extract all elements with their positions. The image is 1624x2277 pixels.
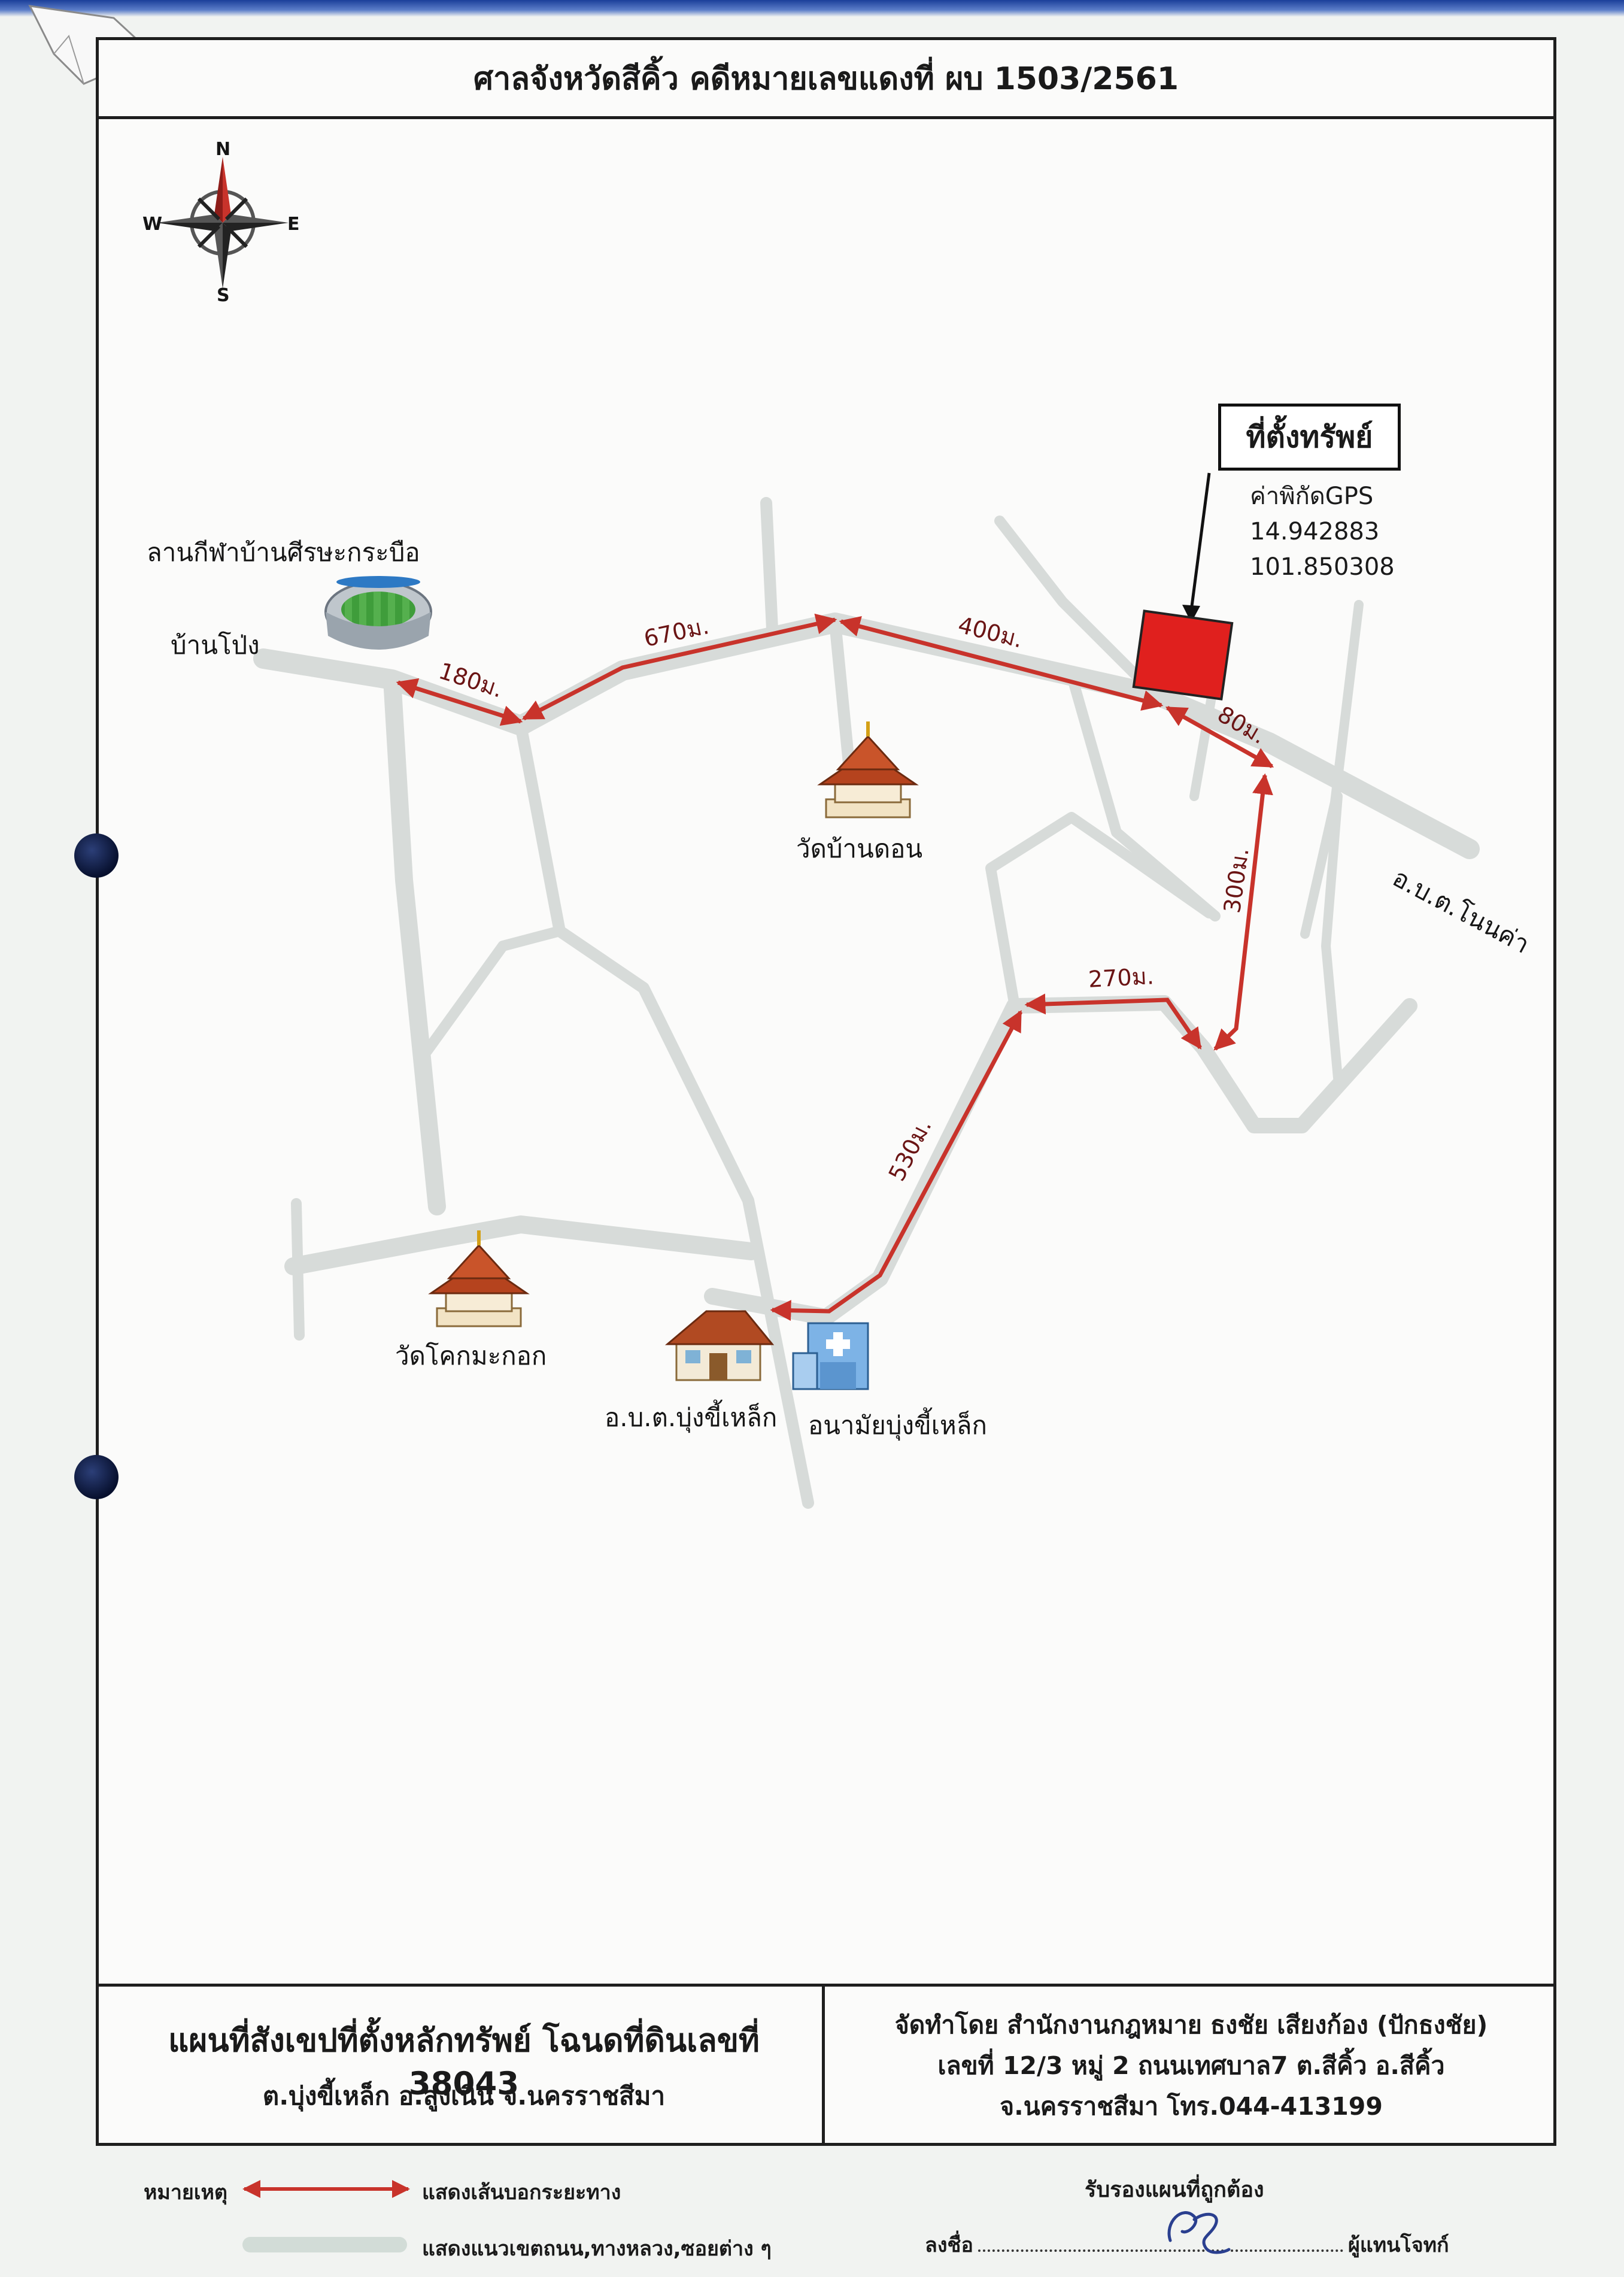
label-ban-pong: บ้านโป่ง	[171, 630, 260, 660]
gps-lat: 14.942883	[1250, 518, 1380, 545]
binder-hole-bottom	[74, 1455, 119, 1499]
scan-edge	[0, 0, 1624, 17]
arrow-300	[1213, 773, 1273, 1051]
legend-note: หมายเหตุ	[144, 2181, 227, 2205]
road-south-west	[284, 1215, 760, 1275]
compass-west: W	[142, 214, 163, 235]
signature-row: ลงชื่อ ผู้แทนโจทก์	[925, 2229, 1449, 2261]
prepared-by-line-2: เลขที่ 12/3 หมู่ 2 ถนนเทศบาล7 ต.สีคิ้ว อ…	[937, 2051, 1445, 2080]
compass-north: N	[215, 139, 231, 160]
binder-hole-top	[74, 833, 119, 878]
footer-divider	[822, 1987, 825, 2143]
gps-coordinates: ค่าพิกัดGPS 14.942883 101.850308	[1250, 479, 1395, 585]
label-temple-ban-don: วัดบ้านดอน	[796, 834, 923, 863]
sign-label: ลงชื่อ	[925, 2233, 973, 2257]
road-branch-west	[420, 926, 565, 1059]
road-east-branch	[985, 812, 1215, 1011]
stadium-icon	[324, 576, 432, 650]
road-temple-spur	[829, 617, 856, 781]
road-east-vertical-2	[1321, 792, 1343, 1083]
gps-lng: 101.850308	[1250, 553, 1395, 581]
arrow-80	[1165, 705, 1274, 769]
arrow-180	[396, 678, 523, 726]
gps-label: ค่าพิกัดGPS	[1250, 483, 1374, 510]
legend-arrow-label: แสดงเส้นบอกระยะทาง	[422, 2181, 621, 2205]
road-west-vertical	[383, 671, 446, 1215]
compass-rose-icon	[157, 157, 289, 289]
arrow-400	[839, 616, 1164, 711]
road-stub-west	[291, 1198, 305, 1341]
property-location-label: ที่ตั้งทรัพย์	[1246, 419, 1373, 454]
compass-south: S	[217, 285, 230, 306]
map-frame: ศาลจังหวัดสีคิ้ว คดีหมายเลขแดงที่ ผบ 150…	[96, 37, 1556, 2146]
signature-line	[978, 2249, 1343, 2252]
property-location-box: ที่ตั้งทรัพย์	[1218, 404, 1401, 471]
health-center-icon	[792, 1322, 869, 1390]
label-obt-bung-khilek: อ.บ.ต.บุ่งขี้เหล็ก	[605, 1403, 778, 1432]
handwritten-signature	[1167, 2211, 1231, 2254]
map-title: แผนที่สังเขปที่ตั้งหลักทรัพย์ โฉนดที่ดิน…	[168, 2023, 760, 2102]
distance-270: 270ม.	[1087, 963, 1155, 993]
legend-arrow-icon	[242, 2180, 410, 2198]
road-east-loop	[1007, 995, 1417, 1133]
obt-office-icon	[664, 1310, 775, 1381]
road-northeast-2	[1069, 680, 1221, 921]
label-stadium: ลานกีฬาบ้านศีรษะกระบือ	[147, 538, 420, 567]
compass-east: E	[287, 214, 300, 235]
arrow-530	[770, 1009, 1023, 1321]
footer-panel: แผนที่สังเขปที่ตั้งหลักทรัพย์ โฉนดที่ดิน…	[96, 1984, 1556, 2143]
legend-road-swatch	[242, 2237, 407, 2252]
legend-road-label: แสดงแนวเขตถนน,ทางหลวง,ซอยต่าง ๆ	[422, 2237, 772, 2261]
temple-ban-don-icon	[817, 721, 919, 818]
arrow-270	[1024, 993, 1202, 1050]
arrow-670	[521, 613, 837, 721]
road-cross	[515, 720, 814, 1509]
label-health-center: อนามัยบุ่งขี้เหล็ก	[808, 1411, 987, 1440]
prepared-by-line-3: จ.นครราชสีมา โทร.044-413199	[1000, 2092, 1383, 2121]
prepared-by-line-1: จัดทำโดย สำนักงานกฎหมาย ธงชัย เสียงก้อง …	[894, 2011, 1488, 2039]
certify-text: รับรองแผนที่ถูกต้อง	[1085, 2178, 1264, 2202]
road-north-spur	[760, 497, 778, 635]
prepared-by: จัดทำโดย สำนักงานกฎหมาย ธงชัย เสียงก้อง …	[835, 2005, 1547, 2127]
map-location: ต.บุ่งขี้เหล็ก อ.สูงเนิน จ.นครราชสีมา	[262, 2081, 666, 2111]
page-title: ศาลจังหวัดสีคิ้ว คดีหมายเลขแดงที่ ผบ 150…	[99, 40, 1553, 119]
signer-role: ผู้แทนโจทก์	[1347, 2233, 1449, 2257]
label-temple-khok-makok: วัดโคกมะกอก	[395, 1341, 547, 1371]
temple-khok-makok-icon	[428, 1230, 530, 1327]
property-marker	[1132, 472, 1234, 701]
distance-arrows	[396, 613, 1274, 1321]
